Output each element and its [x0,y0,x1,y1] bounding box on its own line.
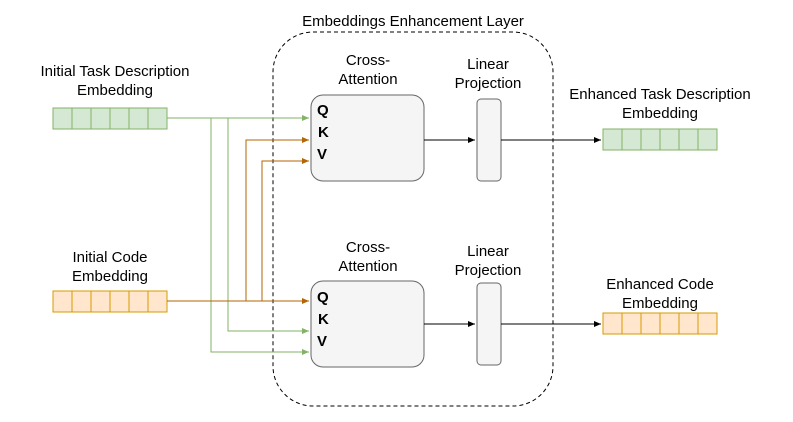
value-label-bottom: V [317,333,328,350]
enhanced-code-embedding-label: Enhanced Code Embedding [585,275,735,313]
initial-code-embedding-label-line1: Initial Code [72,249,148,266]
linear-projection-label-bottom: Linear Projection [438,242,538,280]
enhanced-task-embedding-label: Enhanced Task Description Embedding [555,85,765,123]
initial-task-embedding-vector [52,107,168,130]
layer-title: Embeddings Enhancement Layer [302,13,524,30]
cross-attention-label-top-line2: Attention [338,71,398,88]
key-label-top: K [318,124,329,141]
cross-attention-label-top: Cross- Attention [318,51,418,89]
linear-projection-block-bottom [476,282,502,366]
enhanced-code-embedding-label-line1: Enhanced Code [606,276,714,293]
initial-code-embedding-label-line2: Embedding [72,268,148,285]
linear-projection-label-bottom-line1: Linear [467,243,509,260]
enhanced-task-embedding-vector [602,128,718,151]
task-embedding-connectors [167,115,309,355]
linear-projection-label-bottom-line2: Projection [454,262,522,279]
cross-attention-block-top [310,94,425,182]
enhancement-layer-boundary [272,31,554,407]
initial-task-embedding-label: Initial Task Description Embedding [20,62,210,100]
query-label-bottom: Q [317,289,329,306]
cross-attention-label-bottom-line2: Attention [338,258,398,275]
initial-code-embedding-label: Initial Code Embedding [40,248,180,286]
cross-attention-label-bottom: Cross- Attention [318,238,418,276]
linear-projection-block-top [476,98,502,182]
value-label-top: V [317,146,328,163]
query-label-top: Q [317,102,329,119]
enhanced-task-embedding-label-line1: Enhanced Task Description [569,86,751,103]
linear-projection-label-top: Linear Projection [438,55,538,93]
linear-projection-label-top-line1: Linear [467,56,509,73]
initial-task-embedding-label-line1: Initial Task Description [40,63,190,80]
cross-attention-label-bottom-line1: Cross- [345,239,391,256]
layer-internal-connectors [424,137,601,327]
enhanced-task-embedding-label-line2: Embedding [622,105,698,122]
linear-projection-label-top-line2: Projection [454,75,522,92]
code-embedding-connectors [167,137,309,304]
cross-attention-label-top-line1: Cross- [345,52,391,69]
initial-code-embedding-vector [52,290,168,313]
key-label-bottom: K [318,311,329,328]
initial-task-embedding-label-line2: Embedding [77,82,153,99]
enhanced-code-embedding-label-line2: Embedding [622,295,698,312]
enhanced-code-embedding-vector [602,312,718,335]
